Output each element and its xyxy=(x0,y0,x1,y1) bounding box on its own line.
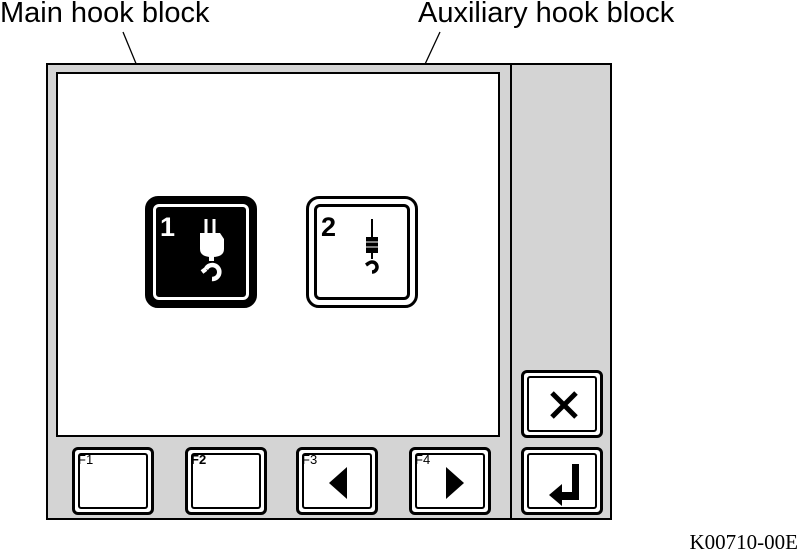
enter-key[interactable] xyxy=(521,447,603,515)
callout-auxiliary-hook-block: Auxiliary hook block xyxy=(418,0,675,29)
close-icon xyxy=(550,391,578,419)
enter-return-icon xyxy=(549,464,579,506)
arrow-left-icon xyxy=(329,467,347,499)
f2-key-frame xyxy=(191,453,261,509)
figure-code: K00710-00E xyxy=(689,530,799,554)
f1-key[interactable]: F1 xyxy=(72,447,154,515)
f1-key-label: F1 xyxy=(78,452,94,467)
control-panel: 1 2 F1 F xyxy=(46,63,612,520)
f3-key-frame xyxy=(302,453,372,509)
f4-key-frame xyxy=(415,453,485,509)
callout-main-hook-block: Main hook block xyxy=(0,0,210,29)
main-hook-block-button[interactable]: 1 xyxy=(145,196,257,308)
panel-divider xyxy=(510,65,512,518)
auxiliary-hook-icon xyxy=(365,219,379,274)
cancel-key-frame xyxy=(527,376,597,432)
main-hook-icon xyxy=(200,219,224,282)
auxiliary-hook-button-frame xyxy=(314,204,410,300)
arrow-right-icon xyxy=(446,467,464,499)
f3-key-label: F3 xyxy=(302,452,318,467)
f1-key-frame xyxy=(78,453,148,509)
f2-key[interactable]: F2 xyxy=(185,447,267,515)
auxiliary-hook-number: 2 xyxy=(321,212,337,242)
f4-key[interactable]: F4 xyxy=(409,447,491,515)
cancel-key[interactable] xyxy=(521,370,603,438)
display-screen: 1 2 xyxy=(56,72,500,437)
main-hook-number: 1 xyxy=(160,212,176,242)
f3-key[interactable]: F3 xyxy=(296,447,378,515)
auxiliary-hook-block-button[interactable]: 2 xyxy=(306,196,418,308)
main-hook-button-frame xyxy=(153,204,249,300)
f4-key-label: F4 xyxy=(415,452,431,467)
enter-key-frame xyxy=(527,453,597,509)
f2-key-label: F2 xyxy=(191,452,207,467)
